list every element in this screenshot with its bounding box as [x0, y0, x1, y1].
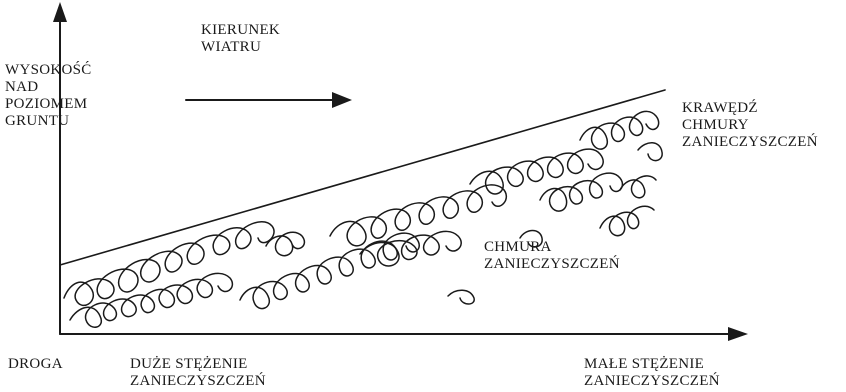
cloud-edge-label-line: CHMURY [682, 117, 818, 134]
x-axis-arrowhead [728, 327, 748, 341]
wind-arrowhead [332, 92, 352, 108]
pollution-cloud [64, 111, 662, 327]
cloud-squiggle [330, 185, 506, 246]
cloud-squiggle [600, 206, 654, 235]
low-concentration-label: MAŁE STĘŻENIE ZANIECZYSZCZEŃ [584, 356, 720, 390]
cloud-squiggle [470, 149, 603, 194]
road-label-text: DROGA [8, 356, 63, 373]
cloud-edge-label-line: KRAWĘDŹ [682, 100, 818, 117]
y-axis-arrowhead [53, 2, 67, 22]
y-axis-label-line: NAD [5, 79, 92, 96]
high-concentration-label-line: DUŻE STĘŻENIE [130, 356, 266, 373]
cloud-squiggle [638, 143, 662, 161]
cloud-squiggle [620, 176, 656, 198]
cloud-squiggle [540, 173, 622, 211]
low-concentration-label-line: ZANIECZYSZCZEŃ [584, 373, 720, 390]
cloud-label: CHMURA ZANIECZYSZCZEŃ [484, 239, 620, 273]
wind-direction-label-line: WIATRU [201, 39, 280, 56]
high-concentration-label-line: ZANIECZYSZCZEŃ [130, 373, 266, 390]
y-axis-label-line: GRUNTU [5, 113, 92, 130]
cloud-label-line: CHMURA [484, 239, 620, 256]
cloud-squiggle [64, 222, 274, 306]
high-concentration-label: DUŻE STĘŻENIE ZANIECZYSZCZEŃ [130, 356, 266, 390]
cloud-edge-label-line: ZANIECZYSZCZEŃ [682, 134, 818, 151]
wind-direction-label: KIERUNEK WIATRU [201, 22, 280, 56]
cloud-squiggle [448, 290, 474, 304]
y-axis-label-line: POZIOMEM [5, 96, 92, 113]
y-axis-label: WYSOKOŚĆ NAD POZIOMEM GRUNTU [5, 62, 92, 130]
road-label: DROGA [8, 356, 63, 373]
cloud-edge-label: KRAWĘDŹ CHMURY ZANIECZYSZCZEŃ [682, 100, 818, 151]
y-axis-label-line: WYSOKOŚĆ [5, 62, 92, 79]
cloud-label-line: ZANIECZYSZCZEŃ [484, 256, 620, 273]
wind-direction-label-line: KIERUNEK [201, 22, 280, 39]
cloud-squiggle [266, 232, 304, 255]
low-concentration-label-line: MAŁE STĘŻENIE [584, 356, 720, 373]
